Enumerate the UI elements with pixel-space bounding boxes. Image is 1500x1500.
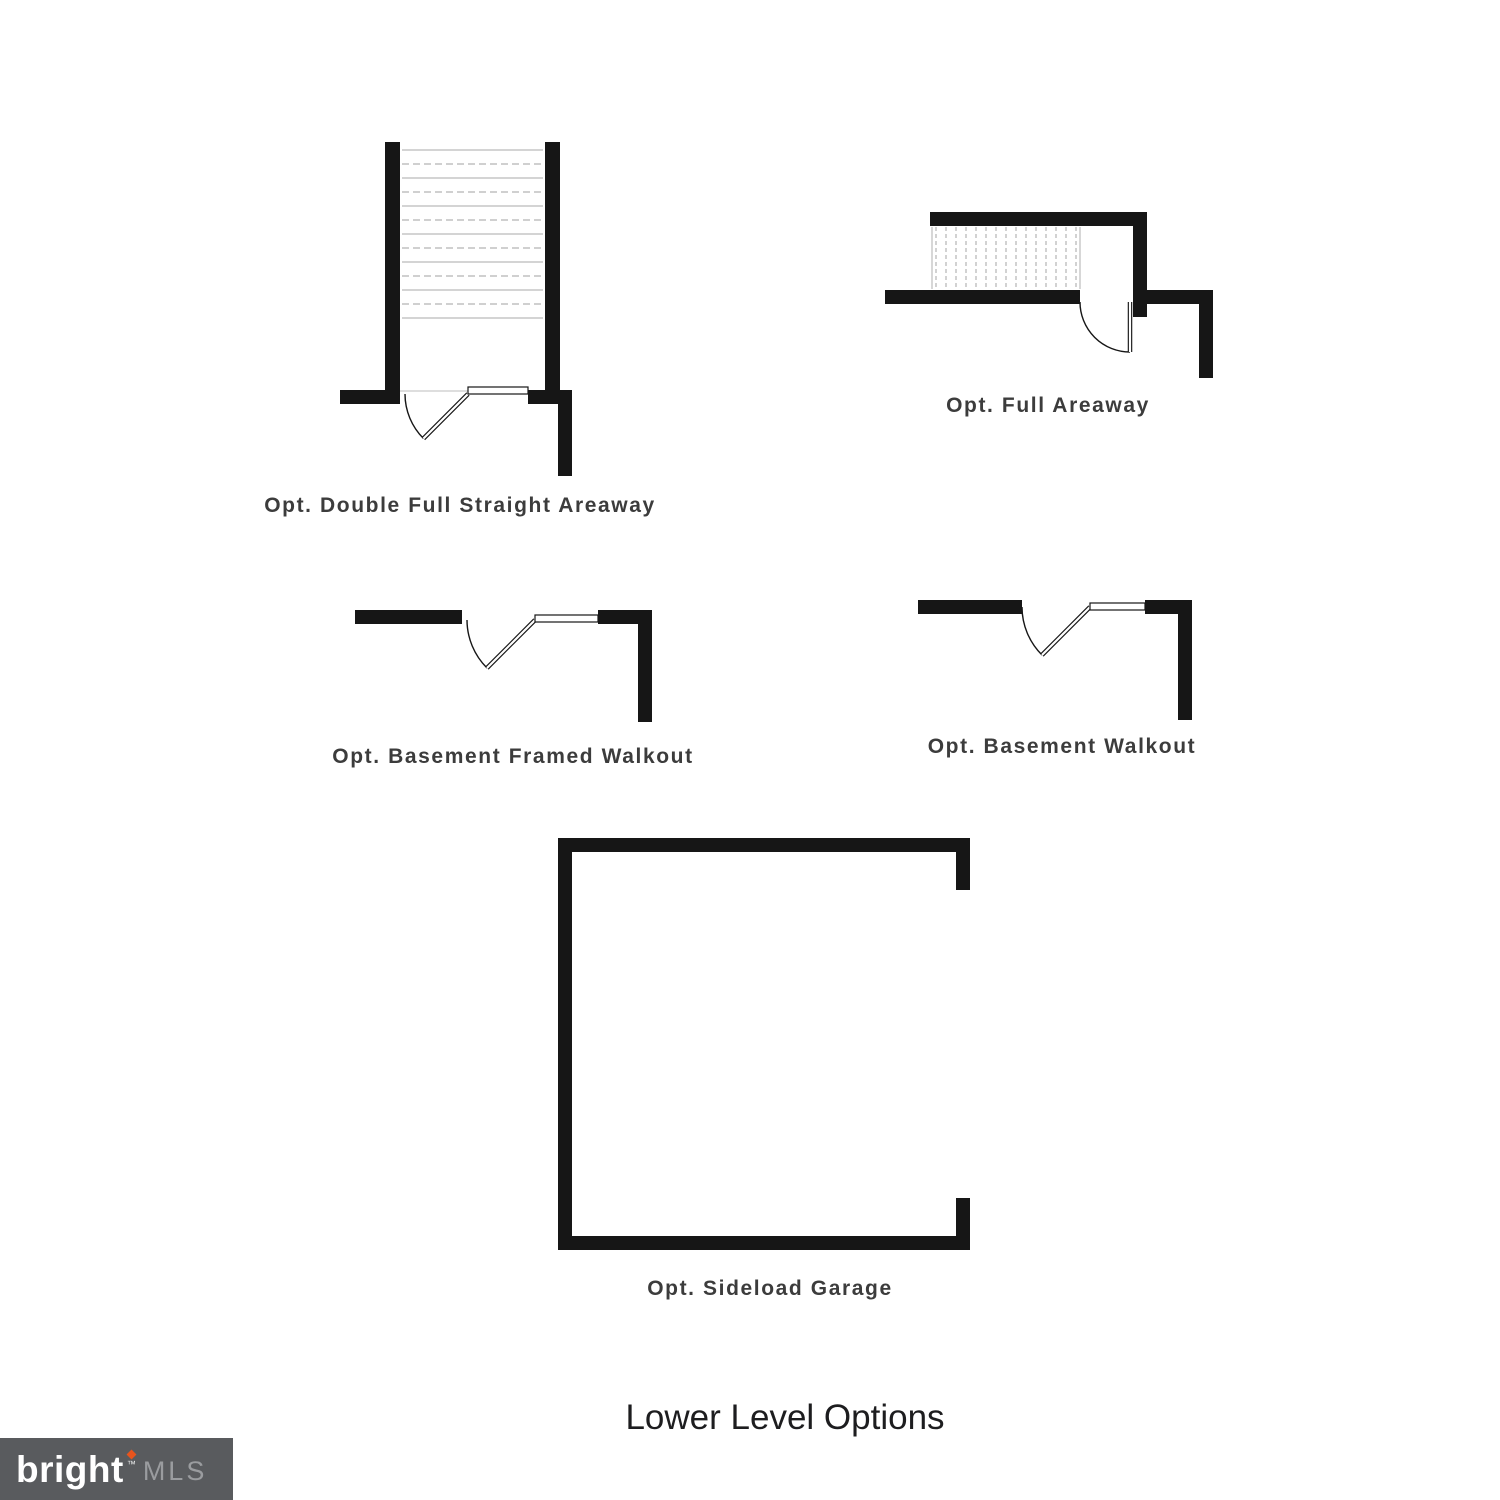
basement-framed-walkout-drawing	[355, 610, 652, 722]
label-basement-walkout: Opt. Basement Walkout	[927, 735, 1197, 758]
door-swing	[1021, 602, 1146, 657]
spark-icon	[126, 1449, 137, 1460]
door-swing	[1079, 301, 1133, 353]
full-areaway-drawing	[885, 212, 1213, 378]
page-title: Lower Level Options	[625, 1398, 945, 1437]
logo-trademark-stack: ™	[126, 1449, 137, 1469]
logo-brand-text: bright	[16, 1448, 124, 1490]
walls	[885, 212, 1213, 378]
door-swing	[400, 386, 529, 441]
label-double-full-straight-areaway: Opt. Double Full Straight Areaway	[264, 494, 656, 517]
label-basement-framed-walkout: Opt. Basement Framed Walkout	[332, 745, 694, 768]
stair-treads	[402, 149, 543, 319]
brightmls-logo: bright ™ MLS	[0, 1438, 233, 1500]
door-frame	[534, 614, 599, 623]
door-swing	[466, 614, 599, 670]
walls	[918, 600, 1192, 720]
trademark-symbol: ™	[126, 1459, 136, 1469]
basement-walkout-drawing	[918, 600, 1192, 720]
sideload-garage-drawing	[558, 838, 970, 1250]
walls	[558, 838, 970, 1250]
logo-suffix-text: MLS	[142, 1455, 208, 1486]
walls	[355, 610, 652, 722]
label-sideload-garage: Opt. Sideload Garage	[647, 1277, 893, 1300]
walls	[340, 142, 572, 476]
door-frame	[467, 386, 529, 395]
stair-treads	[931, 227, 1081, 289]
door-frame	[1089, 602, 1146, 611]
double-full-straight-areaway-drawing	[340, 142, 572, 476]
label-full-areaway: Opt. Full Areaway	[946, 394, 1150, 417]
